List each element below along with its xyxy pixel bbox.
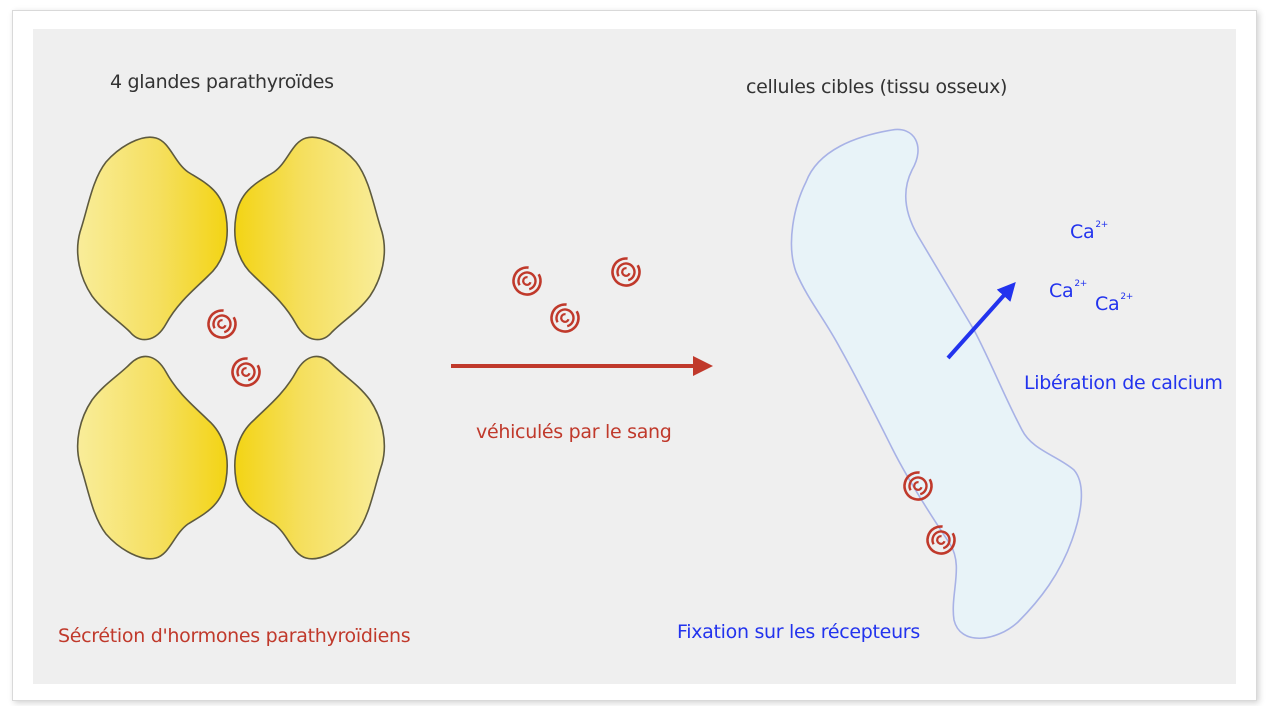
calcium-ion: Ca2+ bbox=[1070, 221, 1108, 247]
glands-title: 4 glandes parathyroïdes bbox=[110, 71, 334, 93]
calcium-charge: 2+ bbox=[1095, 220, 1108, 230]
secretion-label: Sécrétion d'hormones parathyroïdiens bbox=[58, 625, 410, 647]
calcium-symbol: Ca bbox=[1095, 293, 1119, 315]
hormone-spiral-icon bbox=[547, 300, 584, 337]
hormone-spiral-icon bbox=[228, 354, 265, 391]
calcium-ion: Ca2+ bbox=[1095, 293, 1133, 319]
calcium-charge: 2+ bbox=[1120, 292, 1133, 302]
calcium-symbol: Ca bbox=[1070, 221, 1094, 243]
hormone-spiral-icon bbox=[204, 306, 241, 343]
calcium-charge: 2+ bbox=[1074, 279, 1087, 289]
target-cells-title: cellules cibles (tissu osseux) bbox=[746, 76, 1007, 98]
liberation-label: Libération de calcium bbox=[1024, 372, 1223, 394]
gland-bottom-left bbox=[78, 356, 228, 558]
gland-bottom-right bbox=[235, 356, 385, 558]
transport-label: véhiculés par le sang bbox=[476, 421, 672, 443]
fixation-label: Fixation sur les récepteurs bbox=[677, 621, 920, 643]
gland-top-right bbox=[235, 137, 385, 339]
hormone-spiral-icon bbox=[608, 254, 645, 291]
gland-top-left bbox=[78, 137, 228, 339]
parathyroid-glands bbox=[78, 137, 385, 559]
calcium-ion: Ca2+ bbox=[1049, 280, 1087, 306]
calcium-symbol: Ca bbox=[1049, 280, 1073, 302]
hormone-spiral-icon bbox=[509, 263, 546, 300]
